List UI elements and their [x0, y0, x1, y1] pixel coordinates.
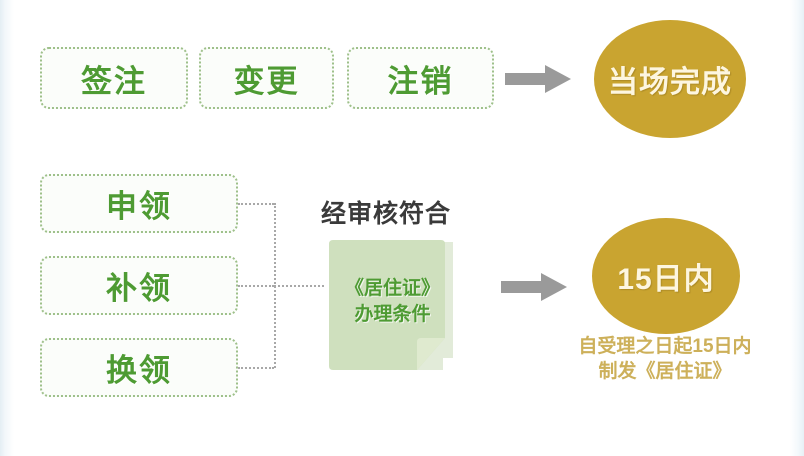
- right-edge-gradient: [790, 0, 804, 456]
- process-box-shenling[interactable]: 申领: [40, 174, 238, 233]
- connector-stub-shenling: [238, 203, 274, 205]
- process-box-biangeng[interactable]: 变更: [199, 47, 334, 109]
- outcome-circle-label: 15日内: [617, 263, 715, 296]
- process-box-buling[interactable]: 补领: [40, 256, 238, 315]
- connector-stub-buling: [238, 285, 274, 287]
- process-box-huanling[interactable]: 换领: [40, 338, 238, 397]
- connector-to-condition-note: [274, 285, 324, 287]
- footnote-line2: 制发《居住证》: [598, 361, 732, 382]
- outcome-circle-fifteen-days: 15日内: [592, 218, 740, 334]
- left-edge-gradient: [0, 0, 14, 456]
- outcome-circle-label: 当场完成: [608, 66, 732, 99]
- process-box-qianzhu[interactable]: 签注: [40, 47, 188, 109]
- process-box-label: 变更: [233, 63, 300, 99]
- process-box-zhuxiao[interactable]: 注销: [347, 47, 494, 109]
- connector-stub-huanling: [238, 367, 274, 369]
- arrow-right-icon-bottom: [501, 270, 569, 304]
- condition-prefix-label: 经审核符合: [321, 200, 452, 228]
- process-box-label: 补领: [106, 271, 172, 306]
- condition-note-shape: 《居住证》 办理条件: [325, 238, 460, 380]
- process-box-label: 换领: [106, 353, 172, 388]
- arrow-right-icon-top: [505, 62, 573, 96]
- process-box-label: 申领: [106, 189, 172, 224]
- process-box-label: 注销: [387, 63, 454, 99]
- process-box-label: 签注: [81, 63, 147, 99]
- footnote-line1: 自受理之日起15日内: [578, 336, 752, 357]
- outcome-circle-immediate: 当场完成: [594, 20, 746, 138]
